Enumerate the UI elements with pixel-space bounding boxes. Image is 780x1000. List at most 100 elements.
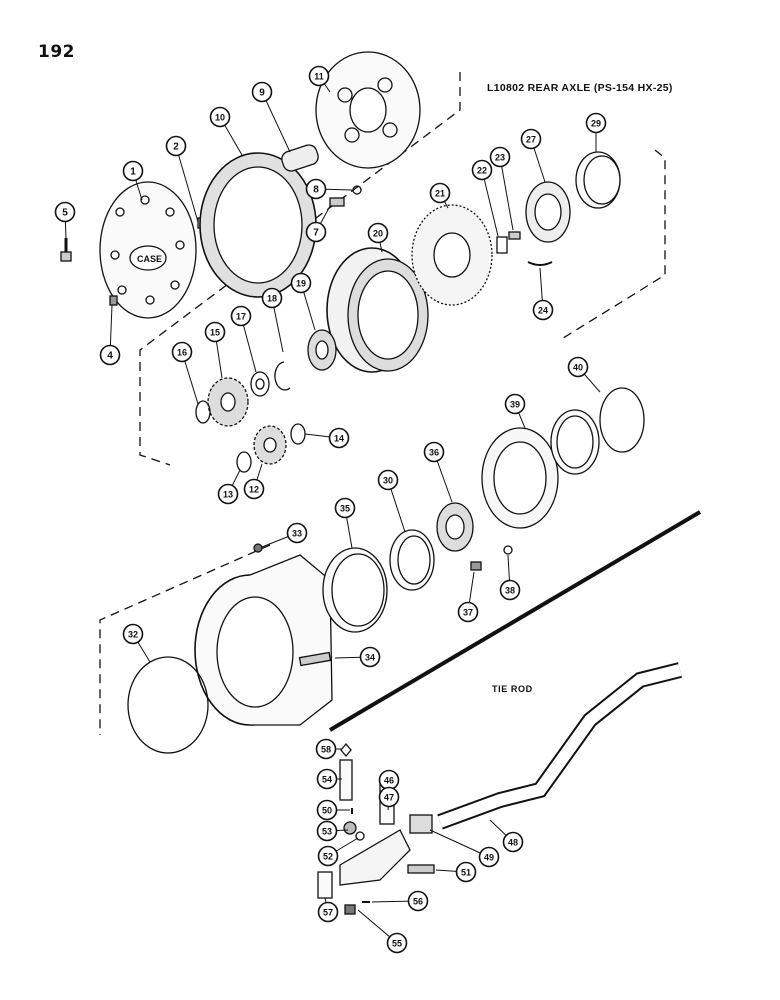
callout-number: 23 (495, 153, 505, 163)
separator-line (328, 510, 702, 732)
bearing-cup-29 (575, 151, 621, 209)
callout-39: 39 (504, 393, 526, 415)
bushing-57 (317, 871, 333, 899)
callout-number: 27 (526, 135, 536, 145)
callout-number: 10 (215, 113, 225, 123)
callout-number: 56 (413, 897, 423, 907)
callout-10: 10 (209, 106, 231, 128)
callout-55: 55 (386, 932, 408, 954)
bearing-cone-27 (525, 181, 571, 243)
callout-13: 13 (217, 483, 239, 505)
screw-4 (109, 295, 118, 306)
washer-17 (250, 371, 270, 397)
callout-4: 4 (99, 344, 121, 366)
page-number: 192 (38, 42, 75, 62)
callout-1: 1 (122, 160, 144, 182)
callout-23: 23 (489, 146, 511, 168)
callout-38: 38 (499, 579, 521, 601)
callout-number: 57 (323, 908, 333, 918)
callout-53: 53 (316, 820, 338, 842)
callout-57: 57 (317, 901, 339, 923)
ring-gear (326, 247, 429, 373)
callout-number: 33 (292, 529, 302, 539)
callout-35: 35 (334, 497, 356, 519)
callout-21: 21 (429, 182, 451, 204)
callout-number: 37 (463, 608, 473, 618)
jam-nut-49 (409, 814, 433, 834)
pin-9 (281, 144, 319, 172)
callout-number: 48 (508, 838, 518, 848)
callout-number: 24 (538, 306, 548, 316)
callout-number: 35 (340, 504, 350, 514)
callout-2: 2 (165, 135, 187, 157)
bolt-51 (407, 864, 435, 874)
callout-number: 14 (334, 434, 344, 444)
callout-number: 46 (384, 776, 394, 786)
callout-number: 18 (267, 294, 277, 304)
hub-plate (99, 181, 197, 319)
screw-7 (329, 197, 345, 207)
callout-11: 11 (308, 65, 330, 87)
callout-number: 22 (477, 166, 487, 176)
callout-5: 5 (54, 201, 76, 223)
drive-gear (411, 204, 493, 306)
callout-20: 20 (367, 222, 389, 244)
callout-number: 32 (128, 630, 138, 640)
callout-27: 27 (520, 128, 542, 150)
callout-number: 36 (429, 448, 439, 458)
callout-36: 36 (423, 441, 445, 463)
callout-30: 30 (377, 469, 399, 491)
callout-number: 5 (62, 208, 68, 219)
callout-number: 34 (365, 653, 375, 663)
callout-8: 8 (305, 178, 327, 200)
callout-19: 19 (290, 272, 312, 294)
leader-line-9 (261, 91, 291, 153)
pinion-gear-15 (207, 377, 249, 427)
callout-46: 46 (378, 769, 400, 791)
washer-8 (352, 185, 362, 195)
pinion-gear-12 (253, 425, 287, 465)
callout-number: 15 (210, 328, 220, 338)
callout-47: 47 (378, 786, 400, 808)
callout-56: 56 (407, 890, 429, 912)
callout-7: 7 (305, 221, 327, 243)
callout-number: 40 (573, 363, 583, 373)
tie-rod-heading: TIE ROD (492, 684, 533, 694)
grease-fitting-58 (340, 742, 352, 758)
key-24 (527, 261, 553, 266)
callout-number: 4 (107, 351, 113, 362)
plug-33 (253, 543, 263, 553)
friction-disc (199, 152, 317, 298)
tie-rod (437, 662, 682, 830)
seal-retainer (481, 409, 600, 529)
callout-number: 7 (313, 228, 319, 239)
bearing-cone-36 (436, 502, 474, 552)
diagram-title: L10802 REAR AXLE (PS-154 HX-25) (487, 82, 673, 94)
callout-48: 48 (502, 831, 524, 853)
hub-logo: CASE (137, 254, 162, 264)
callout-32: 32 (122, 623, 144, 645)
callout-50: 50 (316, 799, 338, 821)
callout-number: 38 (505, 586, 515, 596)
bearing-cup-35 (322, 547, 388, 633)
callout-number: 54 (322, 775, 332, 785)
callout-number: 16 (177, 348, 187, 358)
lock-plate-22 (496, 236, 508, 254)
callout-9: 9 (251, 81, 273, 103)
o-ring-32 (127, 656, 209, 754)
callout-51: 51 (455, 861, 477, 883)
leader-line-2 (175, 145, 199, 223)
snap-ring-16 (195, 400, 211, 424)
upper-group-outline (139, 72, 461, 466)
callout-number: 9 (259, 88, 265, 99)
washer-38 (503, 545, 513, 555)
callout-number: 47 (384, 793, 394, 803)
callout-29: 29 (585, 112, 607, 134)
snap-ring-18 (274, 361, 291, 391)
callout-number: 55 (392, 939, 402, 949)
o-ring-40 (599, 387, 645, 453)
callout-number: 1 (130, 167, 136, 178)
leader-line-49 (429, 829, 490, 858)
